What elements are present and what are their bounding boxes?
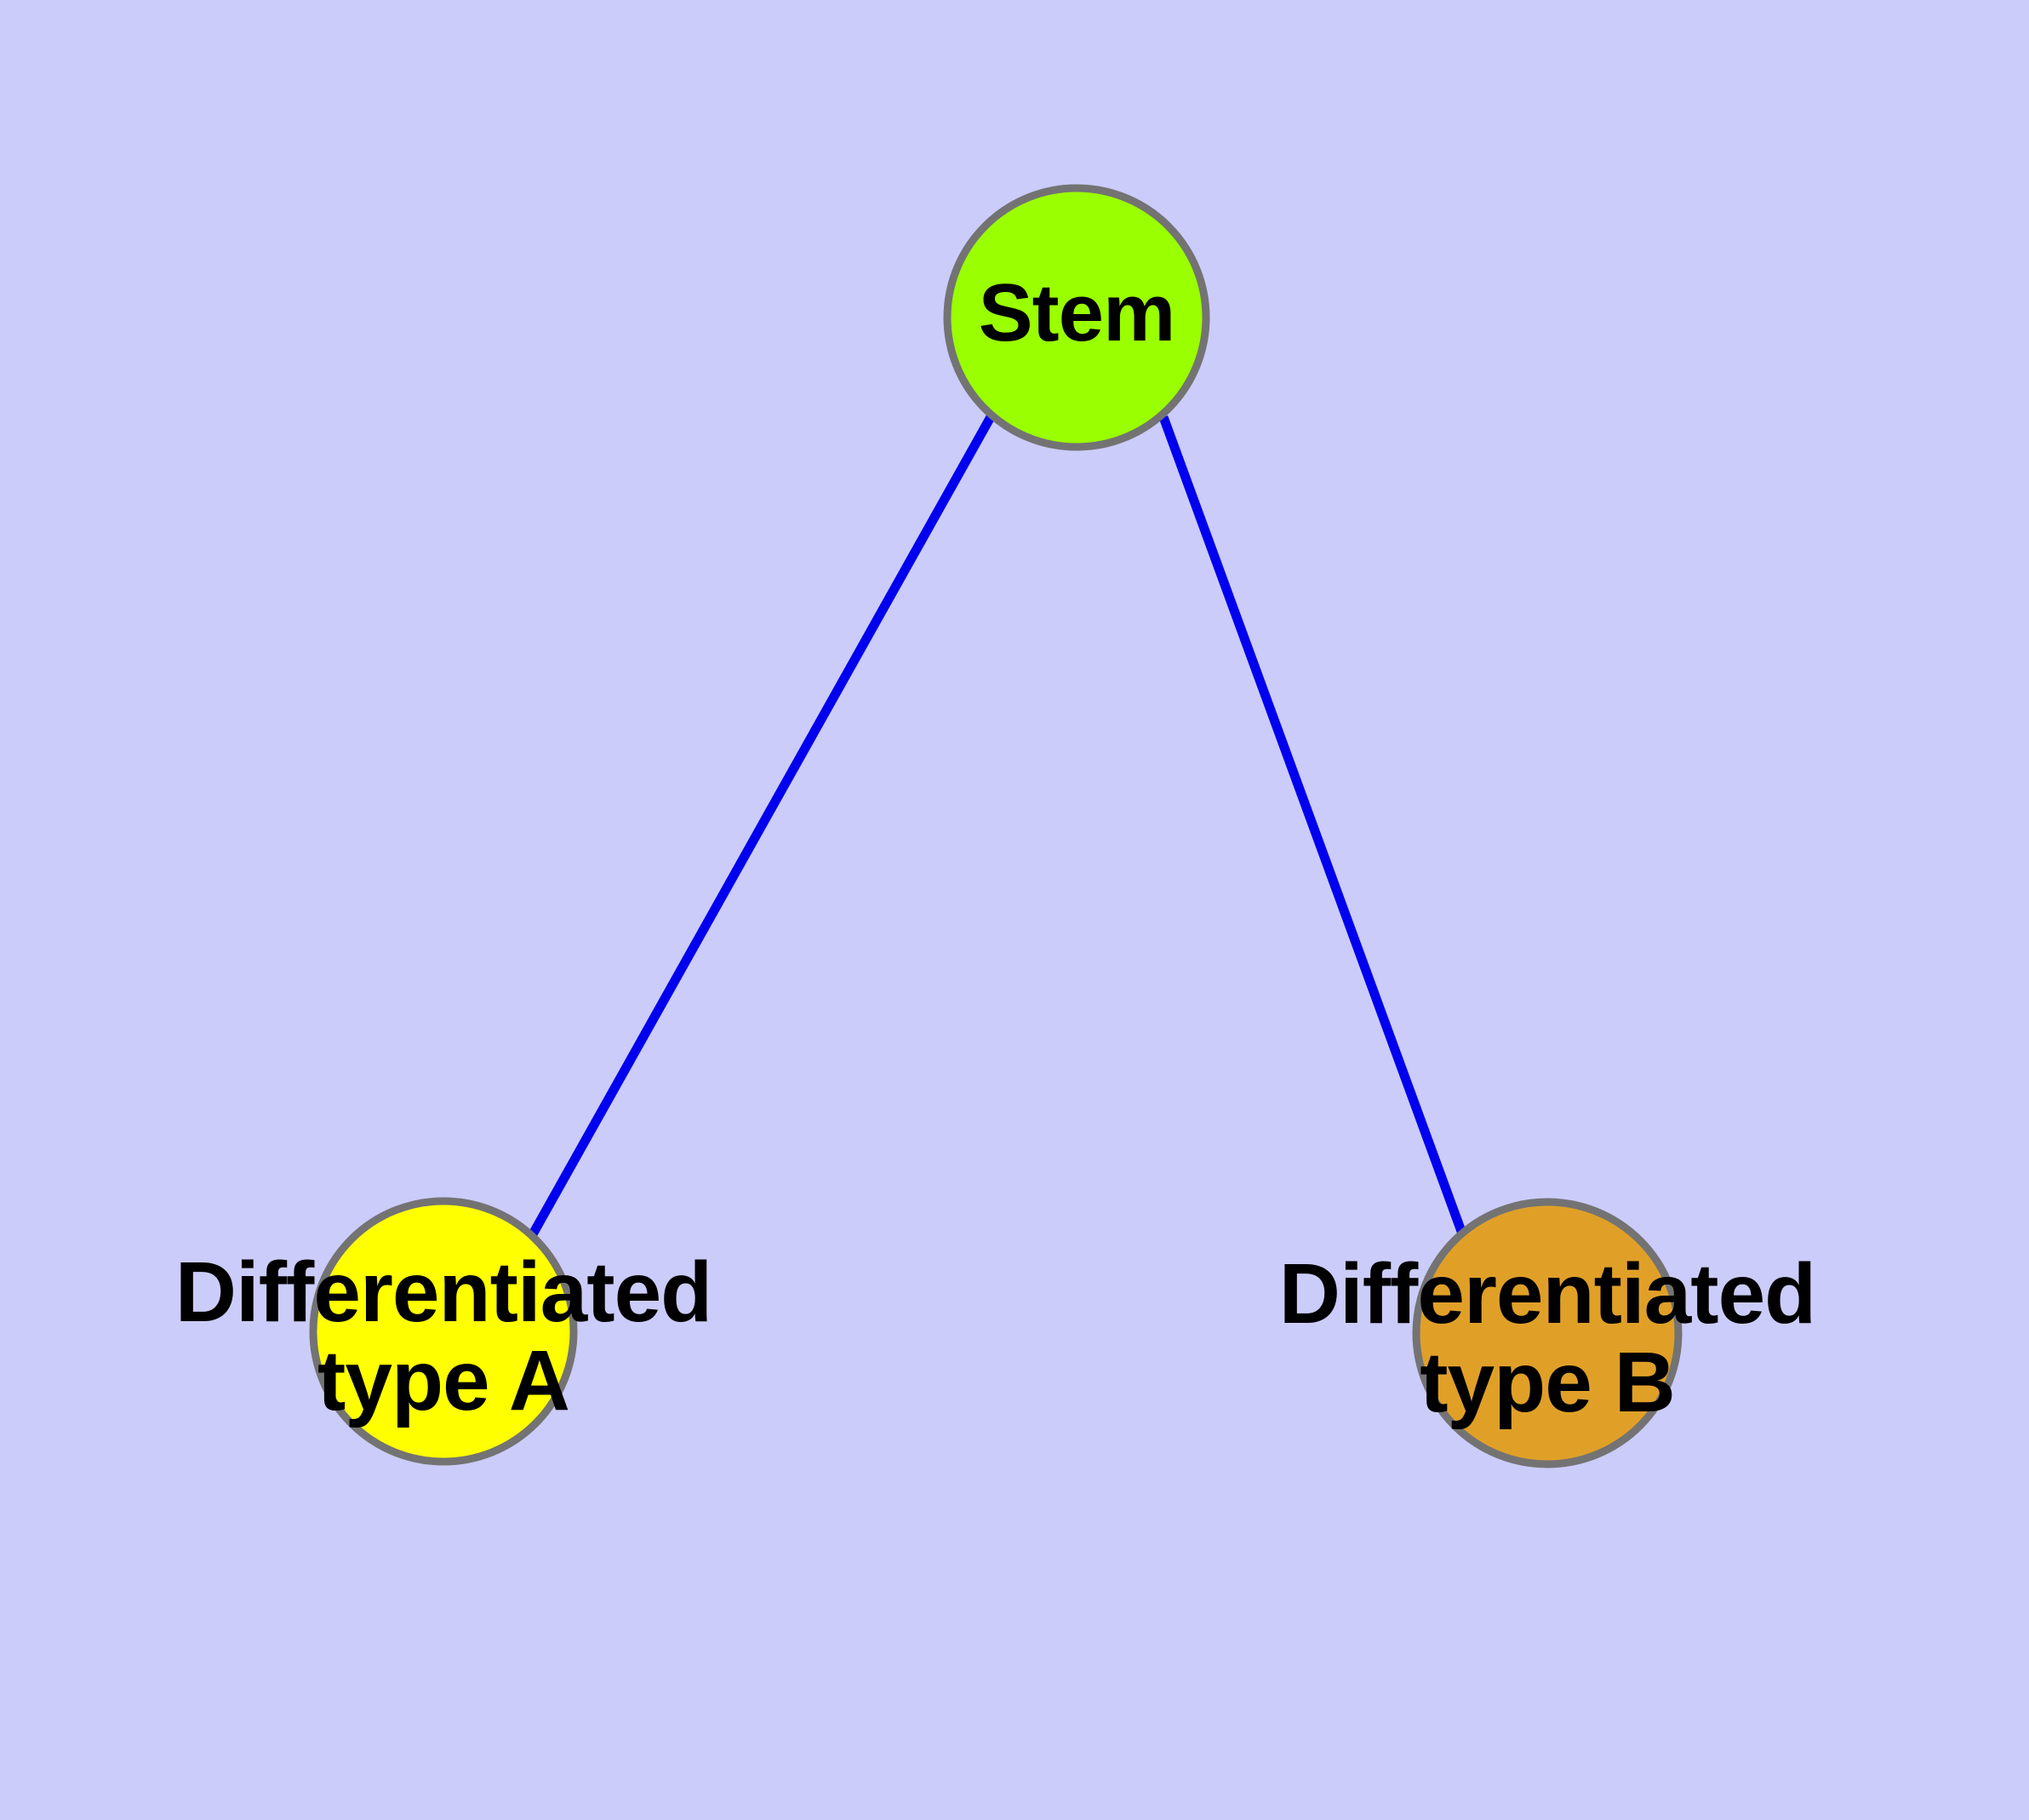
edge-stem-to-diff-a: [525, 413, 996, 1243]
node-layer: [309, 184, 1683, 1468]
edge-layer: [525, 413, 1471, 1245]
node-diff-a-circle[interactable]: [309, 1197, 578, 1466]
node-stem-circle[interactable]: [943, 184, 1210, 451]
edge-stem-to-diff-b: [1158, 415, 1471, 1245]
node-diff-b-circle[interactable]: [1412, 1198, 1683, 1468]
